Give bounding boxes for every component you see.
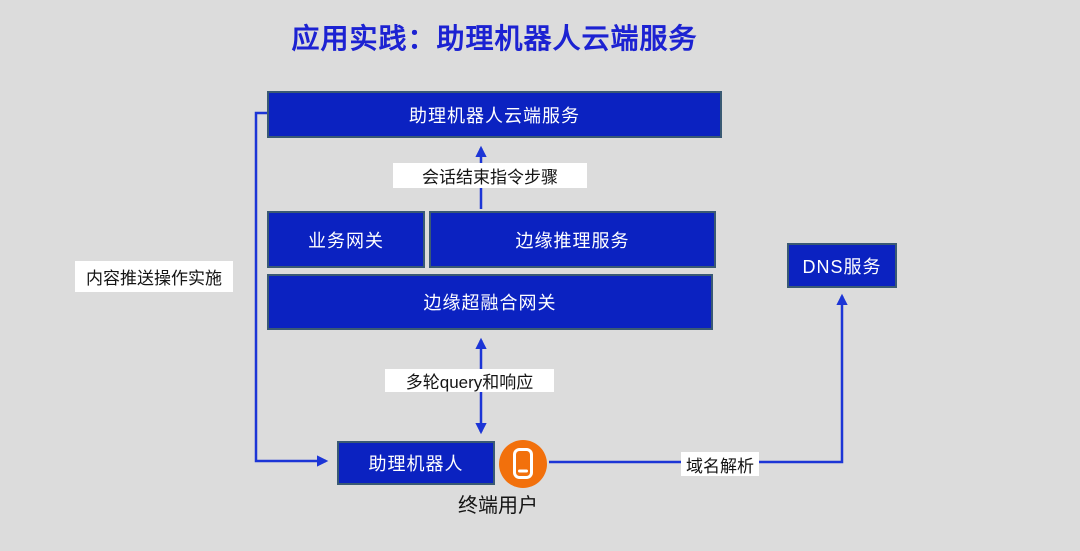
node-edge-inference-label: 边缘推理服务 (515, 230, 630, 251)
arrow-domain-resolution (549, 293, 848, 464)
end-user-phone-icon (499, 440, 547, 488)
flow-label-session-end: 会话结束指令步骤 (393, 163, 587, 188)
page-title: 应用实践：助理机器人云端服务 (291, 23, 698, 54)
node-dns-service-label: DNS服务 (802, 256, 882, 277)
flow-label-session-end-text: 会话结束指令步骤 (422, 168, 558, 187)
node-assistant-robot-label: 助理机器人 (368, 454, 464, 474)
node-cloud-service-label: 助理机器人云端服务 (409, 105, 580, 126)
end-user-label: 终端用户 (458, 495, 538, 517)
node-edge-hci-gateway-label: 边缘超融合网关 (423, 293, 557, 313)
flow-label-multi-turn-query-text: 多轮query和响应 (405, 373, 534, 392)
node-business-gateway: 业务网关 (267, 211, 425, 268)
node-edge-inference: 边缘推理服务 (429, 211, 716, 268)
flow-label-content-push-text: 内容推送操作实施 (86, 269, 222, 288)
node-business-gateway-label: 业务网关 (308, 230, 384, 251)
flow-label-domain-resolution-text: 域名解析 (686, 456, 754, 476)
node-cloud-service: 助理机器人云端服务 (267, 91, 722, 138)
node-edge-hci-gateway: 边缘超融合网关 (267, 274, 713, 330)
flow-label-content-push: 内容推送操作实施 (75, 261, 233, 292)
flow-label-multi-turn-query: 多轮query和响应 (385, 369, 554, 392)
arrow-content-push (254, 111, 329, 467)
flow-label-domain-resolution: 域名解析 (681, 452, 759, 476)
node-dns-service: DNS服务 (787, 243, 897, 288)
phone-icon (513, 448, 533, 479)
node-assistant-robot: 助理机器人 (337, 441, 495, 485)
